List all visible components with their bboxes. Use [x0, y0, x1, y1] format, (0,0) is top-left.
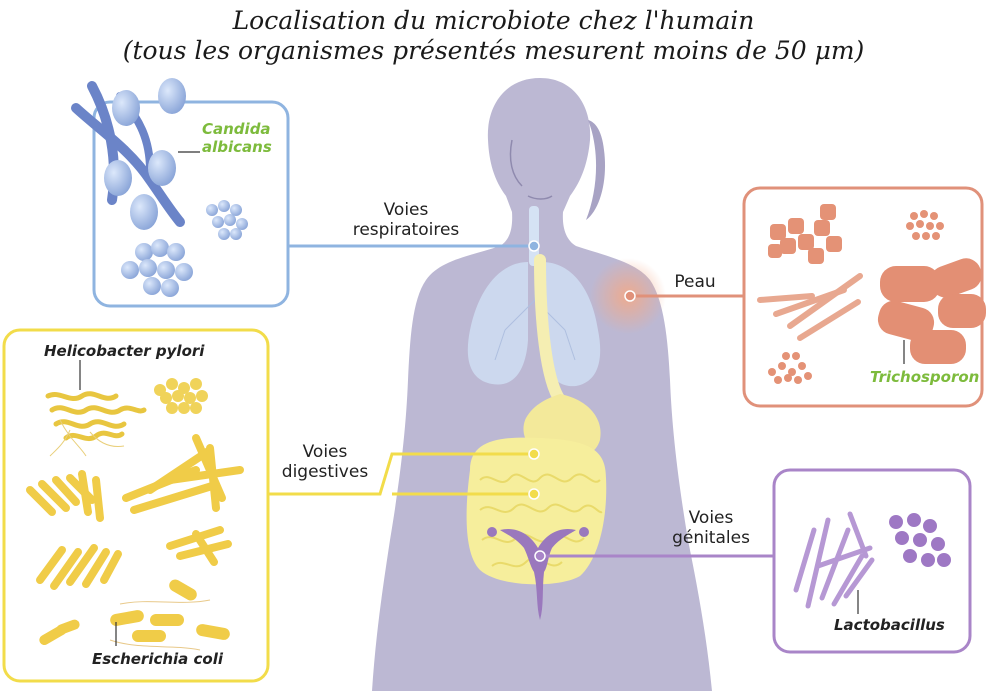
helicobacter-pylori-label: Helicobacter pylori [44, 342, 204, 360]
digestive-label: Voies digestives [270, 442, 380, 482]
skin-label: Peau [660, 272, 730, 292]
intestine-dot [529, 489, 539, 499]
respiratory-dot [529, 241, 539, 251]
genital-label: Voies génitales [652, 508, 770, 548]
respiratory-label: Voies respiratoires [336, 200, 476, 240]
skin-dot [625, 291, 635, 301]
trichosporon-label: Trichosporon [870, 368, 979, 386]
escherichia-coli-label: Escherichia coli [92, 650, 223, 668]
lactobacillus-label: Lactobacillus [834, 616, 945, 634]
stomach-dot [529, 449, 539, 459]
candida-albicans-label: Candida albicans [202, 120, 272, 156]
genital-dot [535, 551, 545, 561]
